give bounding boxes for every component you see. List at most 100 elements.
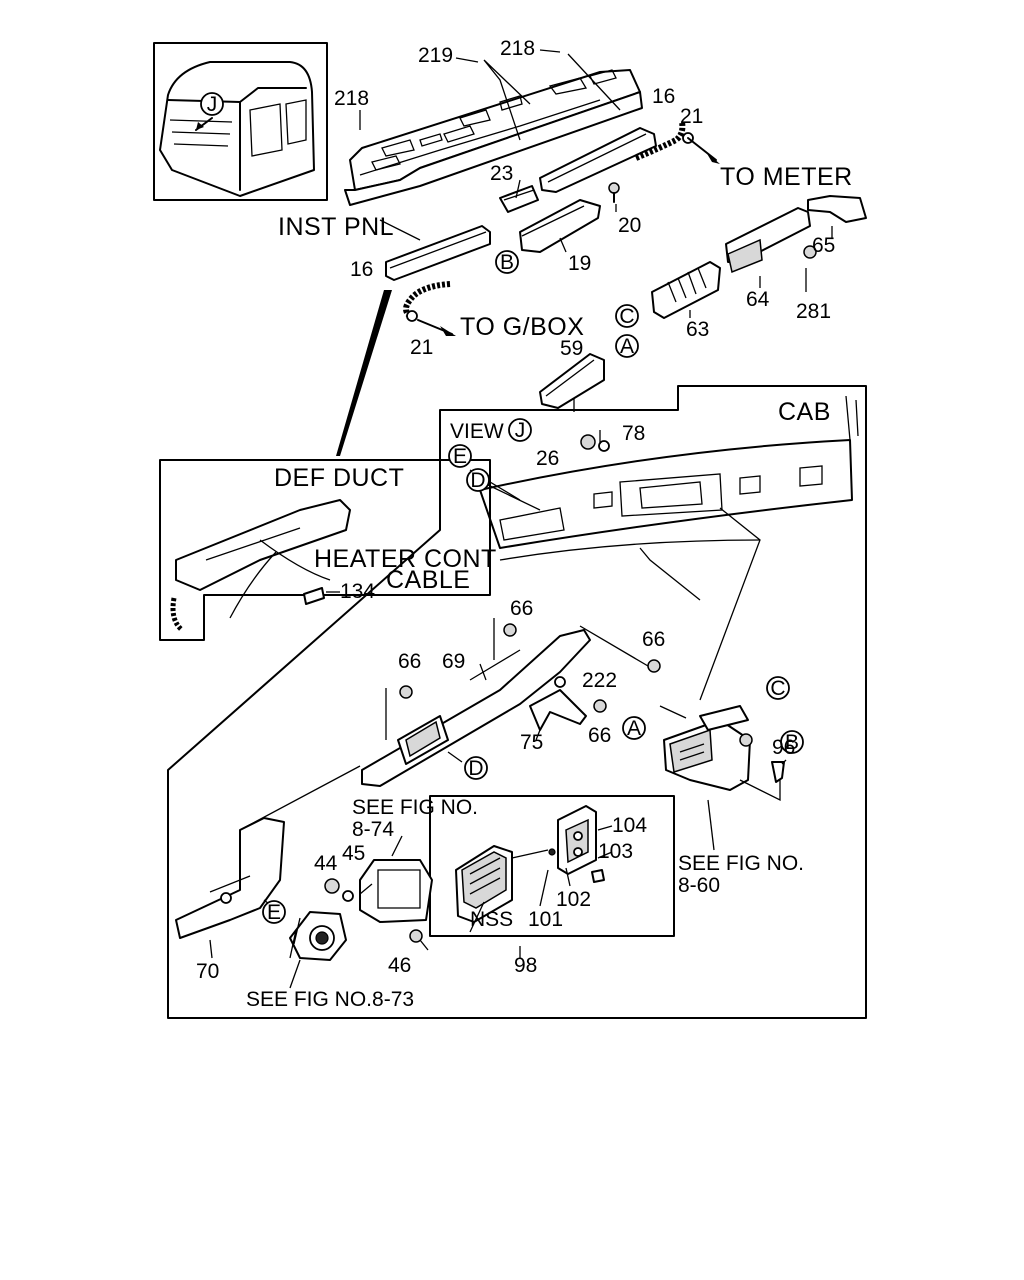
screws-66 (385, 618, 661, 740)
label-98: 98 (514, 954, 537, 977)
circle-ref-b-right-text: B (785, 731, 799, 754)
circle-ref-c-top-text: C (619, 305, 634, 328)
circle-ref-b-right (780, 730, 804, 754)
def-duct-inset (159, 459, 491, 641)
circle-ref-d-duct (464, 756, 488, 780)
callout-to-meter: TO METER (720, 163, 853, 191)
label-66-lower: 66 (588, 724, 611, 747)
part-281-screw (803, 245, 817, 259)
actuator-8-74 (359, 859, 433, 923)
part-16-upper-duct (539, 127, 657, 193)
part-26-nut (580, 434, 596, 450)
part-63-bellows (651, 261, 721, 319)
label-101: 101 (528, 908, 563, 931)
label-66-left: 66 (398, 650, 421, 673)
circle-ref-d-duct-text: D (468, 757, 483, 780)
part-64-connector (725, 207, 811, 274)
circle-ref-j-cab (200, 92, 224, 116)
part-75-bracket (529, 689, 587, 731)
label-23: 23 (490, 162, 513, 185)
circle-ref-e-view (448, 444, 472, 468)
label-26: 26 (536, 447, 559, 470)
circle-ref-e-bottom (262, 900, 286, 924)
part-labels: 219 218 218 16 21 23 20 19 16 21 65 64 2… (196, 37, 835, 983)
callout-to-gbox: TO G/BOX (460, 313, 584, 341)
circle-ref-j-cab-text: J (207, 93, 218, 116)
callout-see-fig-874-line2: 8-74 (352, 818, 394, 841)
heater-unit (659, 705, 785, 802)
label-65: 65 (812, 234, 835, 257)
label-281: 281 (796, 300, 831, 323)
label-59: 59 (560, 337, 583, 360)
callout-view: VIEW (450, 420, 504, 443)
view-j-panel (167, 385, 867, 1019)
part-46-screw (409, 929, 429, 951)
label-218-left: 218 (334, 87, 369, 110)
circle-ref-e-bottom-text: E (267, 901, 281, 924)
callout-see-fig-874-line1: SEE FIG NO. (352, 796, 478, 819)
label-16-lower: 16 (350, 258, 373, 281)
callout-cable: CABLE (386, 566, 470, 594)
label-69: 69 (442, 650, 465, 673)
label-78: 78 (622, 422, 645, 445)
label-64: 64 (746, 288, 770, 311)
label-46: 46 (388, 954, 411, 977)
label-21-upper: 21 (680, 105, 703, 128)
nss-box (429, 795, 675, 937)
leaders-top (359, 49, 833, 412)
part-16-lower-duct (385, 225, 491, 281)
label-66-top: 66 (510, 597, 533, 620)
callout-heater-cont: HEATER CONT (314, 545, 497, 573)
label-103: 103 (598, 840, 633, 863)
part-45-washer (342, 890, 354, 902)
label-44: 44 (314, 852, 338, 875)
label-19: 19 (568, 252, 591, 275)
detail-pointer (336, 290, 392, 456)
circle-ref-c-right (766, 676, 790, 700)
label-222: 222 (582, 669, 617, 692)
callout-see-fig-860-line1: SEE FIG NO. (678, 852, 804, 875)
part-65-elbow (807, 195, 867, 223)
label-218-top: 218 (500, 37, 535, 60)
circle-ref-e-view-text: E (453, 445, 467, 468)
label-66-right: 66 (642, 628, 665, 651)
circle-ref-c-top (615, 304, 639, 328)
callout-nss: NSS (470, 908, 513, 931)
circle-ref-a-right (622, 716, 646, 740)
callout-see-fig-860-line2: 8-60 (678, 874, 720, 897)
part-19-vent (519, 199, 601, 253)
circle-ref-j-view (508, 418, 532, 442)
circle-ref-d-view-text: D (470, 469, 485, 492)
label-75: 75 (520, 731, 543, 754)
label-16-upper: 16 (652, 85, 675, 108)
label-21-lower: 21 (410, 336, 433, 359)
callout-see-fig-873: SEE FIG NO.8-73 (246, 988, 414, 1011)
callout-cab: CAB (778, 398, 831, 426)
cab-inset: J (153, 42, 328, 201)
part-69-duct (361, 629, 591, 787)
part-70-duct (175, 765, 361, 939)
part-21-cable-gbox (403, 281, 456, 336)
callout-inst-pnl: INST PNL (278, 213, 394, 241)
label-70: 70 (196, 960, 219, 983)
circle-ref-a-top-text: A (620, 335, 634, 358)
label-102: 102 (556, 888, 591, 911)
label-219: 219 (418, 44, 453, 67)
circle-ref-a-top (615, 334, 639, 358)
motor-8-73 (289, 911, 347, 961)
circle-ref-b-top (495, 250, 519, 274)
circle-ref-d-view (466, 468, 490, 492)
part-21-cable-meter (634, 121, 720, 164)
instrument-panel (344, 69, 643, 206)
label-134: 134 (340, 580, 375, 603)
circle-ref-j-view-text: J (515, 419, 526, 442)
label-63: 63 (686, 318, 709, 341)
part-23-bracket (499, 185, 539, 213)
label-104: 104 (612, 814, 647, 837)
label-20: 20 (618, 214, 641, 237)
part-59-vent (539, 353, 605, 409)
part-78-washer (598, 440, 610, 452)
circle-refs: B C A J E D D C B A E (262, 250, 804, 924)
part-44-nut (324, 878, 340, 894)
